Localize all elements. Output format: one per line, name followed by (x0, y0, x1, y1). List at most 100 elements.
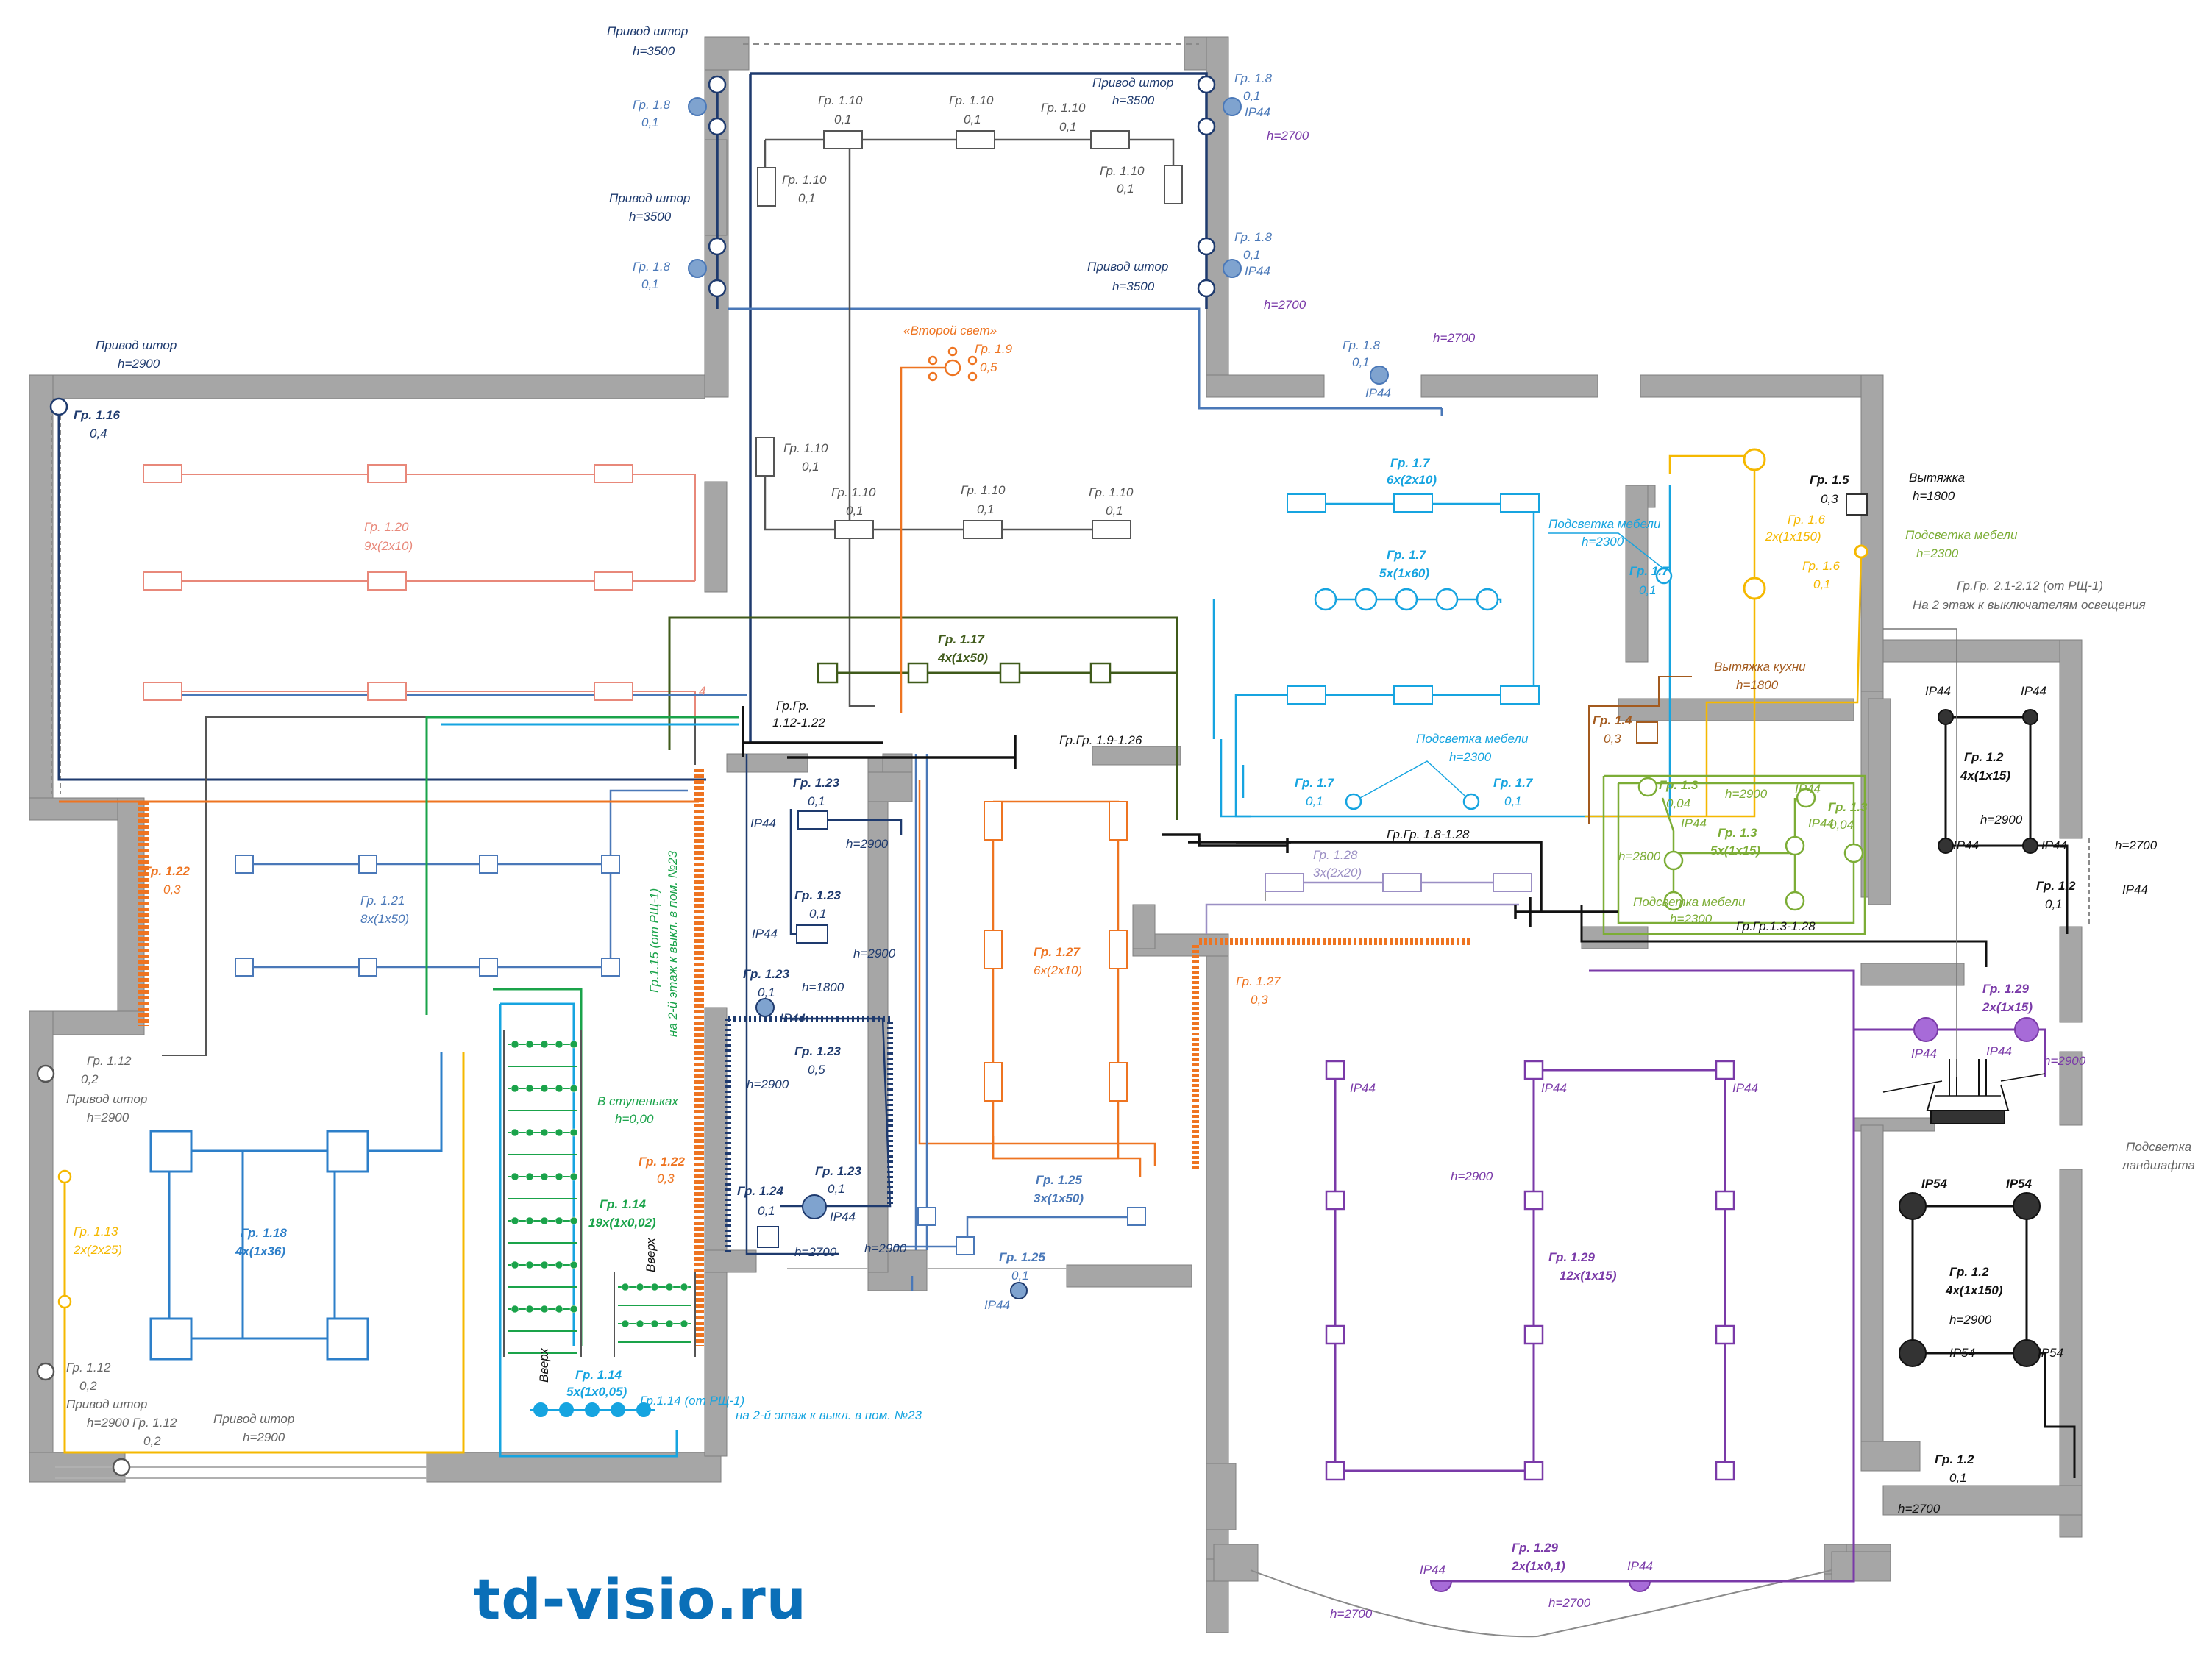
svg-text:h=2700: h=2700 (2115, 838, 2158, 852)
svg-text:0,1: 0,1 (758, 985, 775, 999)
svg-text:h=2900: h=2900 (2044, 1054, 2086, 1068)
circuit-1-9 (900, 366, 953, 713)
svg-text:Гр. 1.10: Гр. 1.10 (949, 93, 994, 107)
svg-text:IP44: IP44 (752, 927, 778, 941)
svg-text:0,04: 0,04 (1666, 796, 1690, 810)
svg-text:0,5: 0,5 (980, 360, 997, 374)
svg-text:0,1: 0,1 (1117, 182, 1134, 196)
svg-text:9х(2х10): 9х(2х10) (364, 539, 413, 553)
svg-text:IP44: IP44 (2041, 838, 2067, 852)
bus-blue-1-8 (728, 307, 1443, 416)
fixtures-1-20 (143, 464, 633, 701)
svg-text:Гр. 1.17: Гр. 1.17 (938, 632, 985, 646)
svg-text:h=2900: h=2900 (1725, 787, 1768, 801)
svg-text:IP44: IP44 (2122, 883, 2148, 896)
svg-text:h=2700: h=2700 (794, 1245, 837, 1259)
svg-text:2х(1х15): 2х(1х15) (1982, 1000, 2033, 1014)
svg-text:IP44: IP44 (1732, 1081, 1758, 1095)
svg-text:IP54: IP54 (1921, 1177, 1948, 1191)
svg-text:0,1: 0,1 (808, 794, 825, 808)
svg-text:0,1: 0,1 (2045, 897, 2063, 911)
svg-text:Гр. 1.25: Гр. 1.25 (999, 1250, 1045, 1264)
fixtures-1-28 (1265, 873, 1532, 892)
svg-text:на 2-й этаж к выкл. в пом. №23: на 2-й этаж к выкл. в пом. №23 (736, 1408, 922, 1422)
svg-text:Гр. 1.29: Гр. 1.29 (1512, 1541, 1558, 1555)
svg-text:Гр. 1.23: Гр. 1.23 (815, 1164, 861, 1178)
svg-text:Гр. 1.9: Гр. 1.9 (975, 342, 1013, 356)
svg-text:Привод штор: Привод штор (607, 24, 688, 38)
svg-text:0,3: 0,3 (1821, 492, 1838, 506)
svg-text:Гр. 1.7: Гр. 1.7 (1493, 776, 1534, 790)
svg-text:IP44: IP44 (1681, 816, 1707, 830)
svg-text:0,3: 0,3 (1604, 732, 1621, 746)
svg-text:0,1: 0,1 (802, 460, 819, 474)
labels-orange: «Второй свет» Гр. 1.90,5 Гр. 1.220,3 Гр.… (143, 324, 1281, 1186)
svg-text:Гр. 1.8: Гр. 1.8 (1343, 338, 1381, 352)
svg-text:IP44: IP44 (2021, 684, 2046, 698)
svg-text:Гр. 1.27: Гр. 1.27 (1034, 945, 1081, 959)
svg-text:на 2-й этаж к выкл. в пом. №23: на 2-й этаж к выкл. в пом. №23 (666, 850, 680, 1037)
svg-text:0,1: 0,1 (964, 113, 981, 126)
svg-text:Подсветка мебели: Подсветка мебели (1633, 895, 1746, 909)
labels-1-10: Гр. 1.100,1 Гр. 1.100,1 Гр. 1.100,1 Гр. … (782, 93, 1145, 518)
svg-text:IP44: IP44 (1350, 1081, 1376, 1095)
svg-text:h=2900: h=2900 (864, 1241, 907, 1255)
svg-text:h=2700: h=2700 (1548, 1596, 1591, 1610)
svg-text:h=2900: h=2900 (1980, 813, 2023, 827)
svg-text:0,1: 0,1 (1243, 89, 1261, 103)
svg-text:0,1: 0,1 (1059, 120, 1077, 134)
labels-gray: Гр.Гр. 2.1-2.12 (от РЩ-1) На 2 этаж к вы… (66, 579, 2195, 1448)
svg-text:Гр. 1.6: Гр. 1.6 (1802, 559, 1841, 573)
svg-text:Гр. 1.10: Гр. 1.10 (961, 483, 1006, 497)
svg-text:IP54: IP54 (1949, 1346, 1975, 1360)
svg-text:5х(1х15): 5х(1х15) (1710, 844, 1760, 858)
svg-text:4х(1х150): 4х(1х150) (1945, 1283, 2003, 1297)
svg-text:Подсветка мебели: Подсветка мебели (1905, 528, 2018, 542)
svg-text:Привод штор: Привод штор (1092, 76, 1173, 90)
labels-purple: IP44 IP44 IP44 h=2900 Гр. 1.2912х(1х15) … (1330, 982, 2086, 1621)
circuit-1-4 (1588, 676, 1692, 824)
svg-text:h=1800: h=1800 (1913, 489, 1955, 503)
svg-text:IP44: IP44 (750, 816, 776, 830)
fixtures-1-27 (984, 801, 1128, 1102)
svg-text:h=2900: h=2900 (118, 357, 160, 371)
svg-text:h=2300: h=2300 (1916, 546, 1959, 560)
svg-text:6х(2х10): 6х(2х10) (1034, 963, 1082, 977)
svg-text:Гр. 1.28: Гр. 1.28 (1313, 848, 1358, 862)
svg-text:12х(1х15): 12х(1х15) (1560, 1269, 1617, 1283)
svg-text:Гр. 1.3: Гр. 1.3 (1718, 826, 1757, 840)
svg-text:0,3: 0,3 (163, 883, 181, 896)
svg-text:h=3500: h=3500 (633, 44, 675, 58)
svg-text:4х(1х15): 4х(1х15) (1960, 769, 2010, 782)
svg-text:Вытяжка: Вытяжка (1909, 471, 1965, 485)
svg-text:Гр.1.15 (от РЩ-1): Гр.1.15 (от РЩ-1) (647, 888, 661, 993)
fixtures-1-7-squares (1287, 493, 1540, 705)
svg-text:IP44: IP44 (1795, 782, 1821, 796)
stair-light-dots (511, 1040, 689, 1328)
labels-stairs: Вверх Вверх (537, 1238, 658, 1383)
svg-text:Гр. 1.24: Гр. 1.24 (737, 1184, 783, 1198)
svg-text:Привод штор: Привод штор (66, 1092, 147, 1106)
circuit-1-3 (1602, 774, 1866, 935)
svg-text:0,3: 0,3 (657, 1172, 675, 1186)
circuit-1-28 (1205, 881, 1519, 934)
watermark: td-visio.ru (474, 1566, 807, 1632)
svg-text:IP54: IP54 (2006, 1177, 2033, 1191)
svg-text:h=3500: h=3500 (1112, 93, 1155, 107)
svg-text:0,2: 0,2 (81, 1072, 99, 1086)
svg-text:2х(1х0,1): 2х(1х0,1) (1511, 1559, 1565, 1573)
svg-text:Привод штор: Привод штор (1087, 260, 1168, 274)
svg-text:h=2900: h=2900 (1949, 1313, 1992, 1327)
svg-text:Гр.Гр. 1.8-1.28: Гр.Гр. 1.8-1.28 (1387, 827, 1470, 841)
fixtures-1-21 (235, 855, 620, 977)
svg-text:4: 4 (699, 684, 705, 698)
svg-text:Подсветка: Подсветка (2126, 1140, 2191, 1154)
svg-text:Гр. 1.29: Гр. 1.29 (1548, 1250, 1595, 1264)
svg-text:0,2: 0,2 (143, 1434, 161, 1448)
